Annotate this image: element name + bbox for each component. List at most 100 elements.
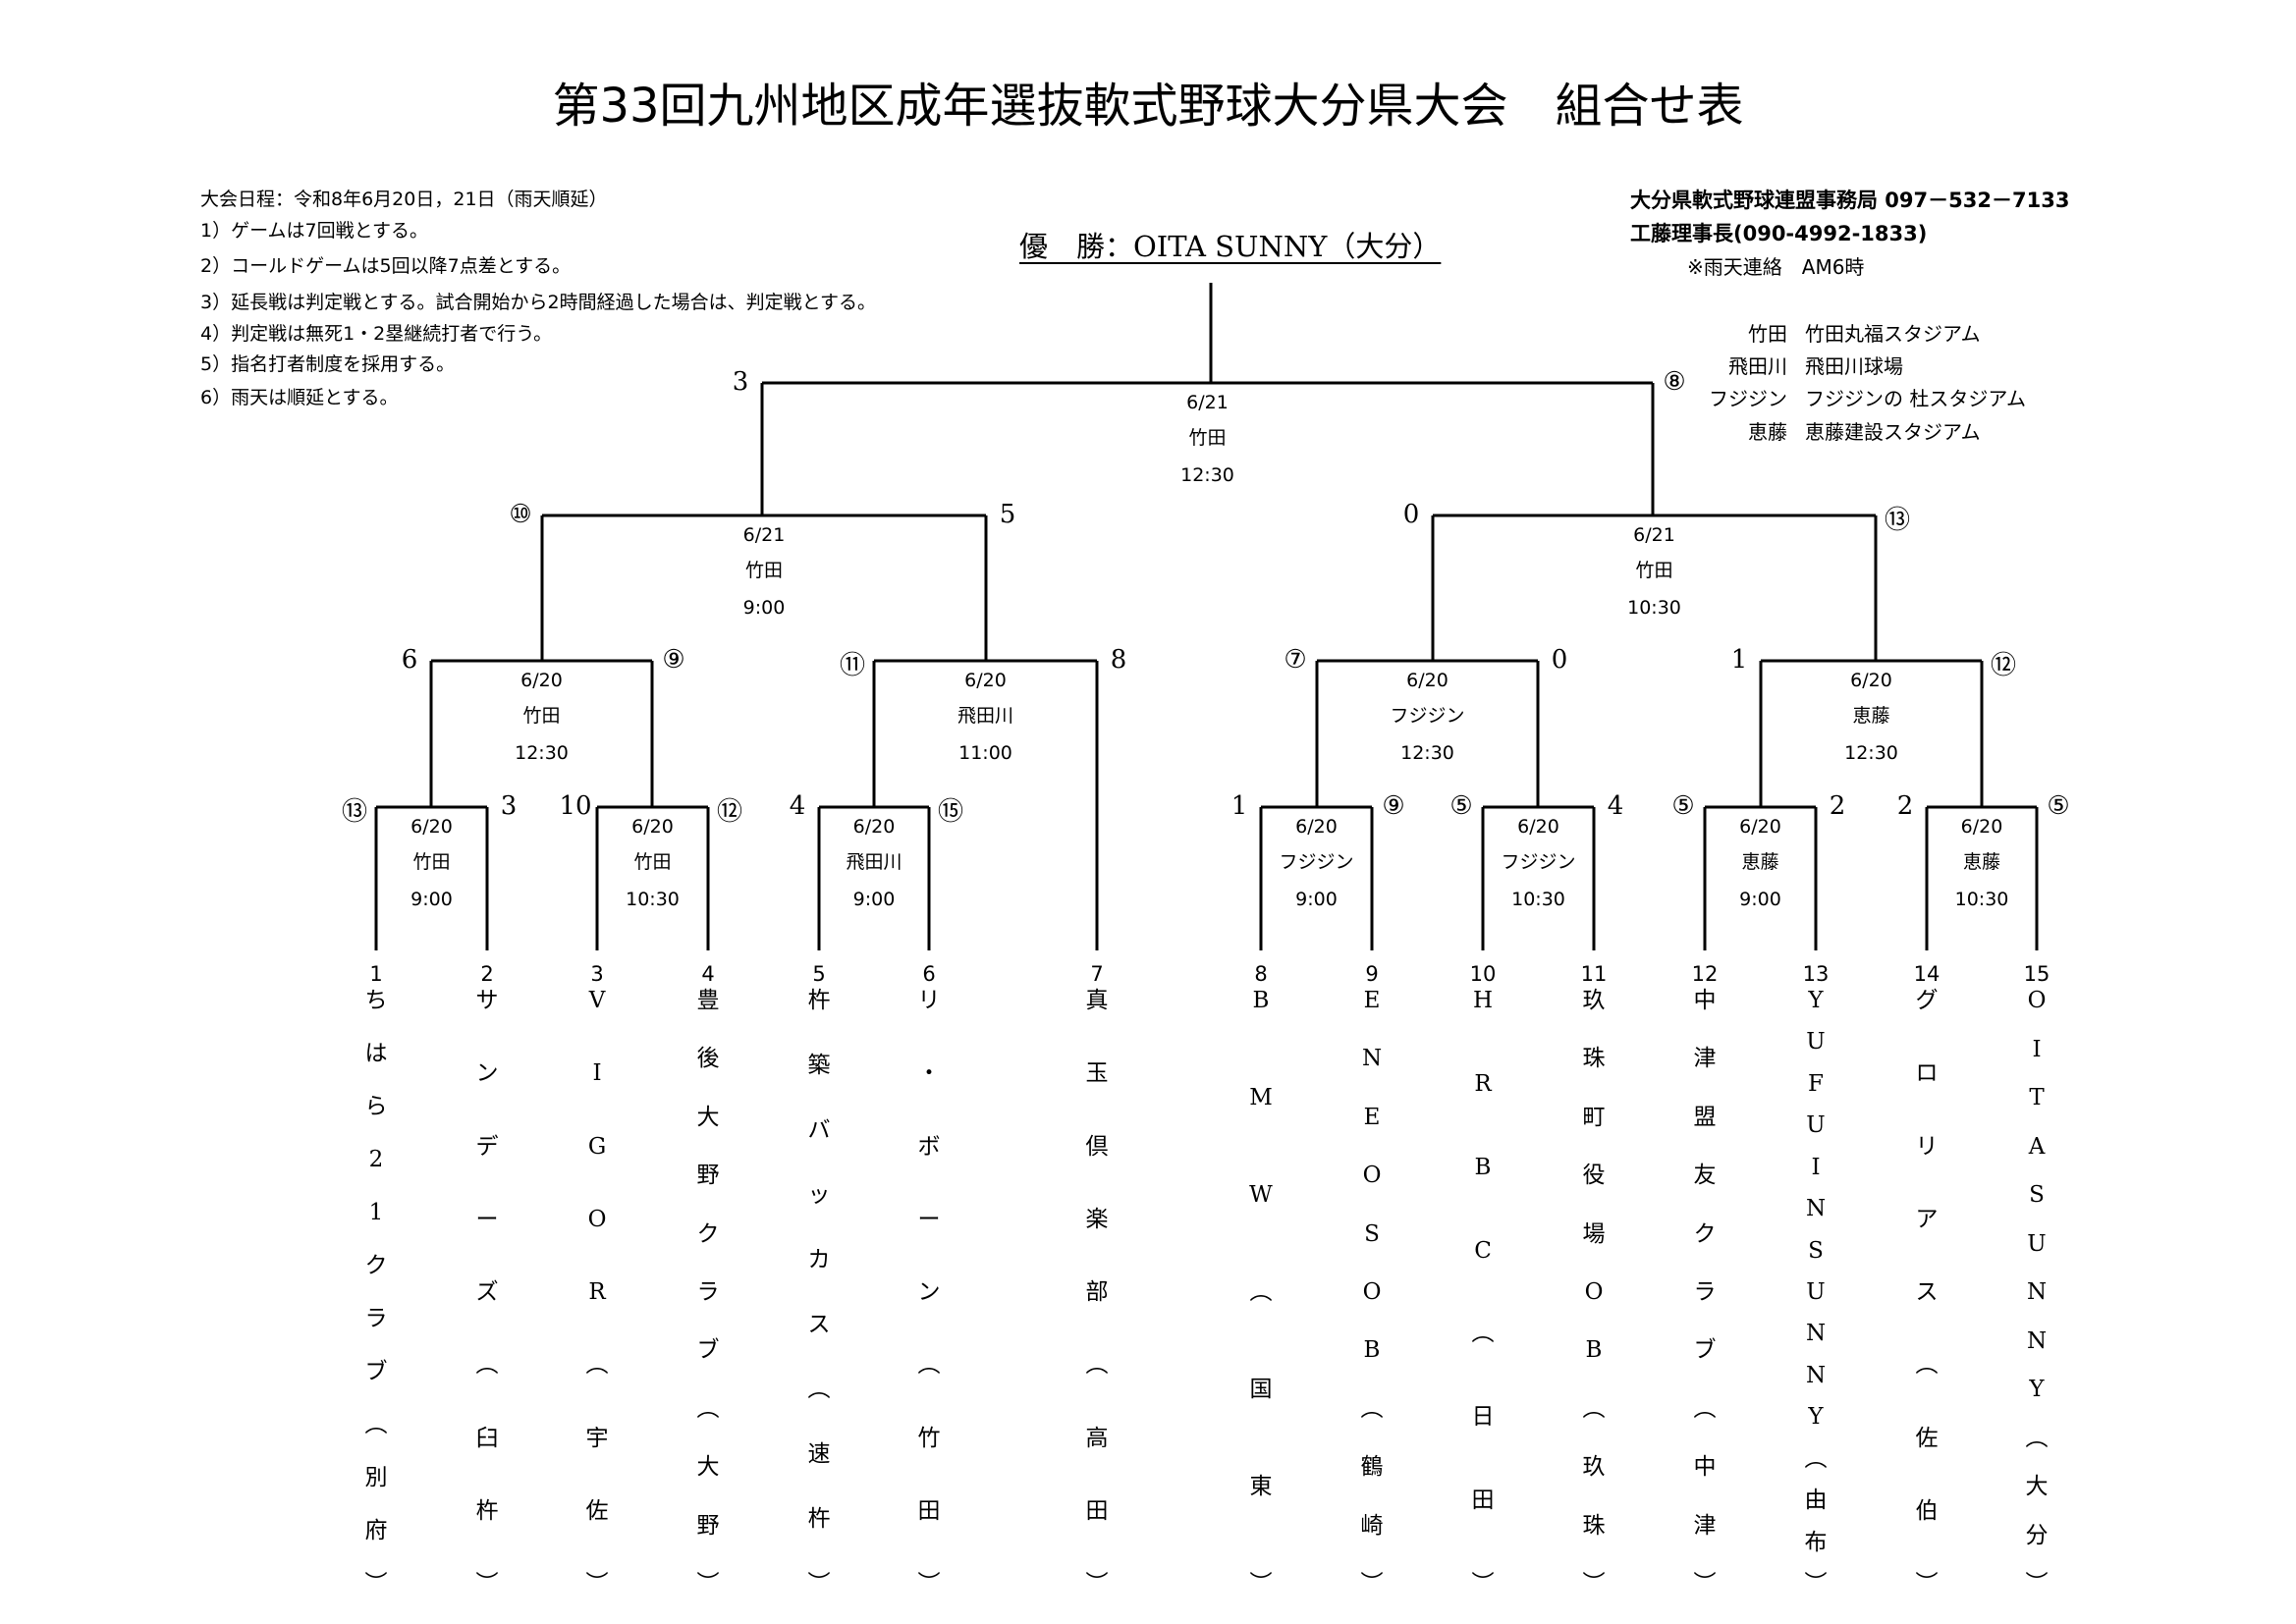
team-name-char: 杵: [807, 1506, 831, 1532]
game-time: 9:00: [410, 889, 453, 910]
venue-name: 飛田川球場: [1805, 354, 1903, 378]
rule-4: 4）判定戦は無死1・2塁継続打者で行う。: [200, 323, 553, 345]
score-left: 1: [1230, 791, 1248, 821]
team-name-char: ︵: [1915, 1352, 1939, 1378]
score-right: 3: [500, 791, 518, 821]
team-name-char: 田: [1471, 1488, 1495, 1513]
game-time: 9:00: [852, 889, 896, 910]
team-name-char: ︵: [807, 1377, 831, 1402]
team-name-char: R: [1474, 1071, 1492, 1097]
team-name-char: 臼: [475, 1426, 499, 1451]
team-name-char: B: [1585, 1337, 1603, 1363]
team-name-char: 大: [696, 1454, 720, 1480]
game-date: 6/20: [964, 670, 1007, 691]
game-date: 6/20: [1739, 816, 1781, 838]
score-right: ⑨: [662, 645, 685, 675]
team-name-char: ︵: [475, 1352, 499, 1378]
game-venue: フジジン: [1501, 851, 1576, 873]
team-name-char: 珠: [1582, 1046, 1606, 1071]
team-number: 10: [1469, 962, 1497, 986]
team-name-char: 高: [1085, 1426, 1109, 1451]
team-name-char: 竹: [917, 1426, 941, 1451]
team-name-char: O: [587, 1207, 607, 1232]
team-name-char: 玉: [1085, 1060, 1109, 1086]
score-left: ⑤: [1671, 791, 1695, 821]
score-right: ⑨: [1382, 791, 1405, 821]
team-name-char: N: [2026, 1328, 2048, 1354]
team-name-char: ・: [917, 1060, 941, 1086]
score-right: ⑬: [1884, 506, 1910, 535]
team-name-char: 杵: [475, 1498, 499, 1524]
score-left: 6: [401, 645, 418, 675]
team-name-char: ︶: [1085, 1571, 1109, 1597]
team-number: 5: [812, 962, 826, 986]
game-venue: フジジン: [1279, 851, 1354, 873]
team-name-char: ︶: [364, 1571, 388, 1597]
team-number: 11: [1580, 962, 1608, 986]
team-name-char: 大: [2025, 1474, 2049, 1499]
team-number: 3: [590, 962, 604, 986]
game-time: 10:30: [626, 889, 680, 910]
team-name-char: 町: [1582, 1105, 1606, 1130]
team-name-char: 楽: [1085, 1207, 1109, 1232]
team-number: 1: [369, 962, 383, 986]
team-name-char: 盟: [1693, 1105, 1717, 1130]
team-name-char: 田: [1085, 1498, 1109, 1524]
team-name-char: 布: [1804, 1530, 1828, 1555]
team-name-char: N: [2026, 1279, 2048, 1305]
rain-contact-note: ※雨天連絡 AM6時: [1687, 255, 1865, 279]
score-left: ⑦: [1284, 645, 1307, 675]
team-name-char: W: [1249, 1182, 1273, 1208]
game-venue: 竹田: [1188, 427, 1227, 449]
team-name-char: C: [1474, 1238, 1492, 1264]
game-venue: 竹田: [412, 851, 451, 873]
team-number: 15: [2023, 962, 2050, 986]
game-time: 12:30: [1400, 742, 1454, 764]
game-time: 10:30: [1627, 597, 1681, 619]
game-time: 9:00: [1295, 889, 1338, 910]
team-name-char: 津: [1693, 1046, 1717, 1071]
team-name-char: E: [1363, 1105, 1381, 1130]
team-name-char: 1: [368, 1200, 384, 1225]
score-left: ⑤: [1449, 791, 1473, 821]
team-name-char: 由: [1804, 1488, 1828, 1513]
team-name-char: B: [1363, 1337, 1381, 1363]
team-name-char: U: [1806, 1029, 1826, 1055]
team-number: 2: [480, 962, 494, 986]
team-name-char: デ: [475, 1134, 499, 1160]
office-phone: 大分県軟式野球連盟事務局 097－532－7133: [1630, 189, 2070, 212]
team-name-char: ン: [475, 1060, 499, 1086]
venue-name: フジジンの 杜スタジアム: [1805, 387, 2026, 410]
score-right: ⑮: [937, 797, 963, 827]
team-name-char: G: [587, 1134, 607, 1160]
team-name-char: ︵: [1249, 1279, 1273, 1305]
team-name-char: 鶴: [1360, 1454, 1384, 1480]
team-number: 8: [1254, 962, 1268, 986]
game-date: 6/20: [1406, 670, 1449, 691]
team-name-char: S: [2029, 1182, 2045, 1208]
team-name-char: ︵: [1804, 1446, 1828, 1472]
team-name-char: 国: [1249, 1377, 1273, 1402]
team-name-char: ッ: [807, 1182, 831, 1208]
team-name-char: 大: [696, 1105, 720, 1130]
team-name-char: 真: [1085, 988, 1109, 1013]
team-name-char: Y: [2029, 1377, 2045, 1402]
team-name-char: ︵: [696, 1396, 720, 1422]
team-name-char: M: [1249, 1085, 1273, 1110]
score-right: 5: [999, 500, 1016, 529]
team-name-char: O: [1584, 1279, 1604, 1305]
page-title: 第33回九州地区成年選抜軟式野球大分県大会 組合せ表: [552, 79, 1744, 134]
team-name-char: ア: [1915, 1207, 1939, 1232]
team-name-char: F: [1808, 1071, 1824, 1097]
team-name-char: V: [588, 988, 606, 1013]
venue-abbr: 恵藤: [1748, 420, 1787, 444]
team-name-char: N: [1805, 1196, 1827, 1221]
game-date: 6/20: [852, 816, 896, 838]
team-name-char: N: [1805, 1363, 1827, 1388]
team-name-char: H: [1472, 988, 1494, 1013]
score-right: ⑫: [1990, 651, 2016, 680]
team-name-char: ︵: [585, 1352, 609, 1378]
team-name-char: A: [2028, 1134, 2046, 1160]
team-name-char: ︶: [1360, 1571, 1384, 1597]
